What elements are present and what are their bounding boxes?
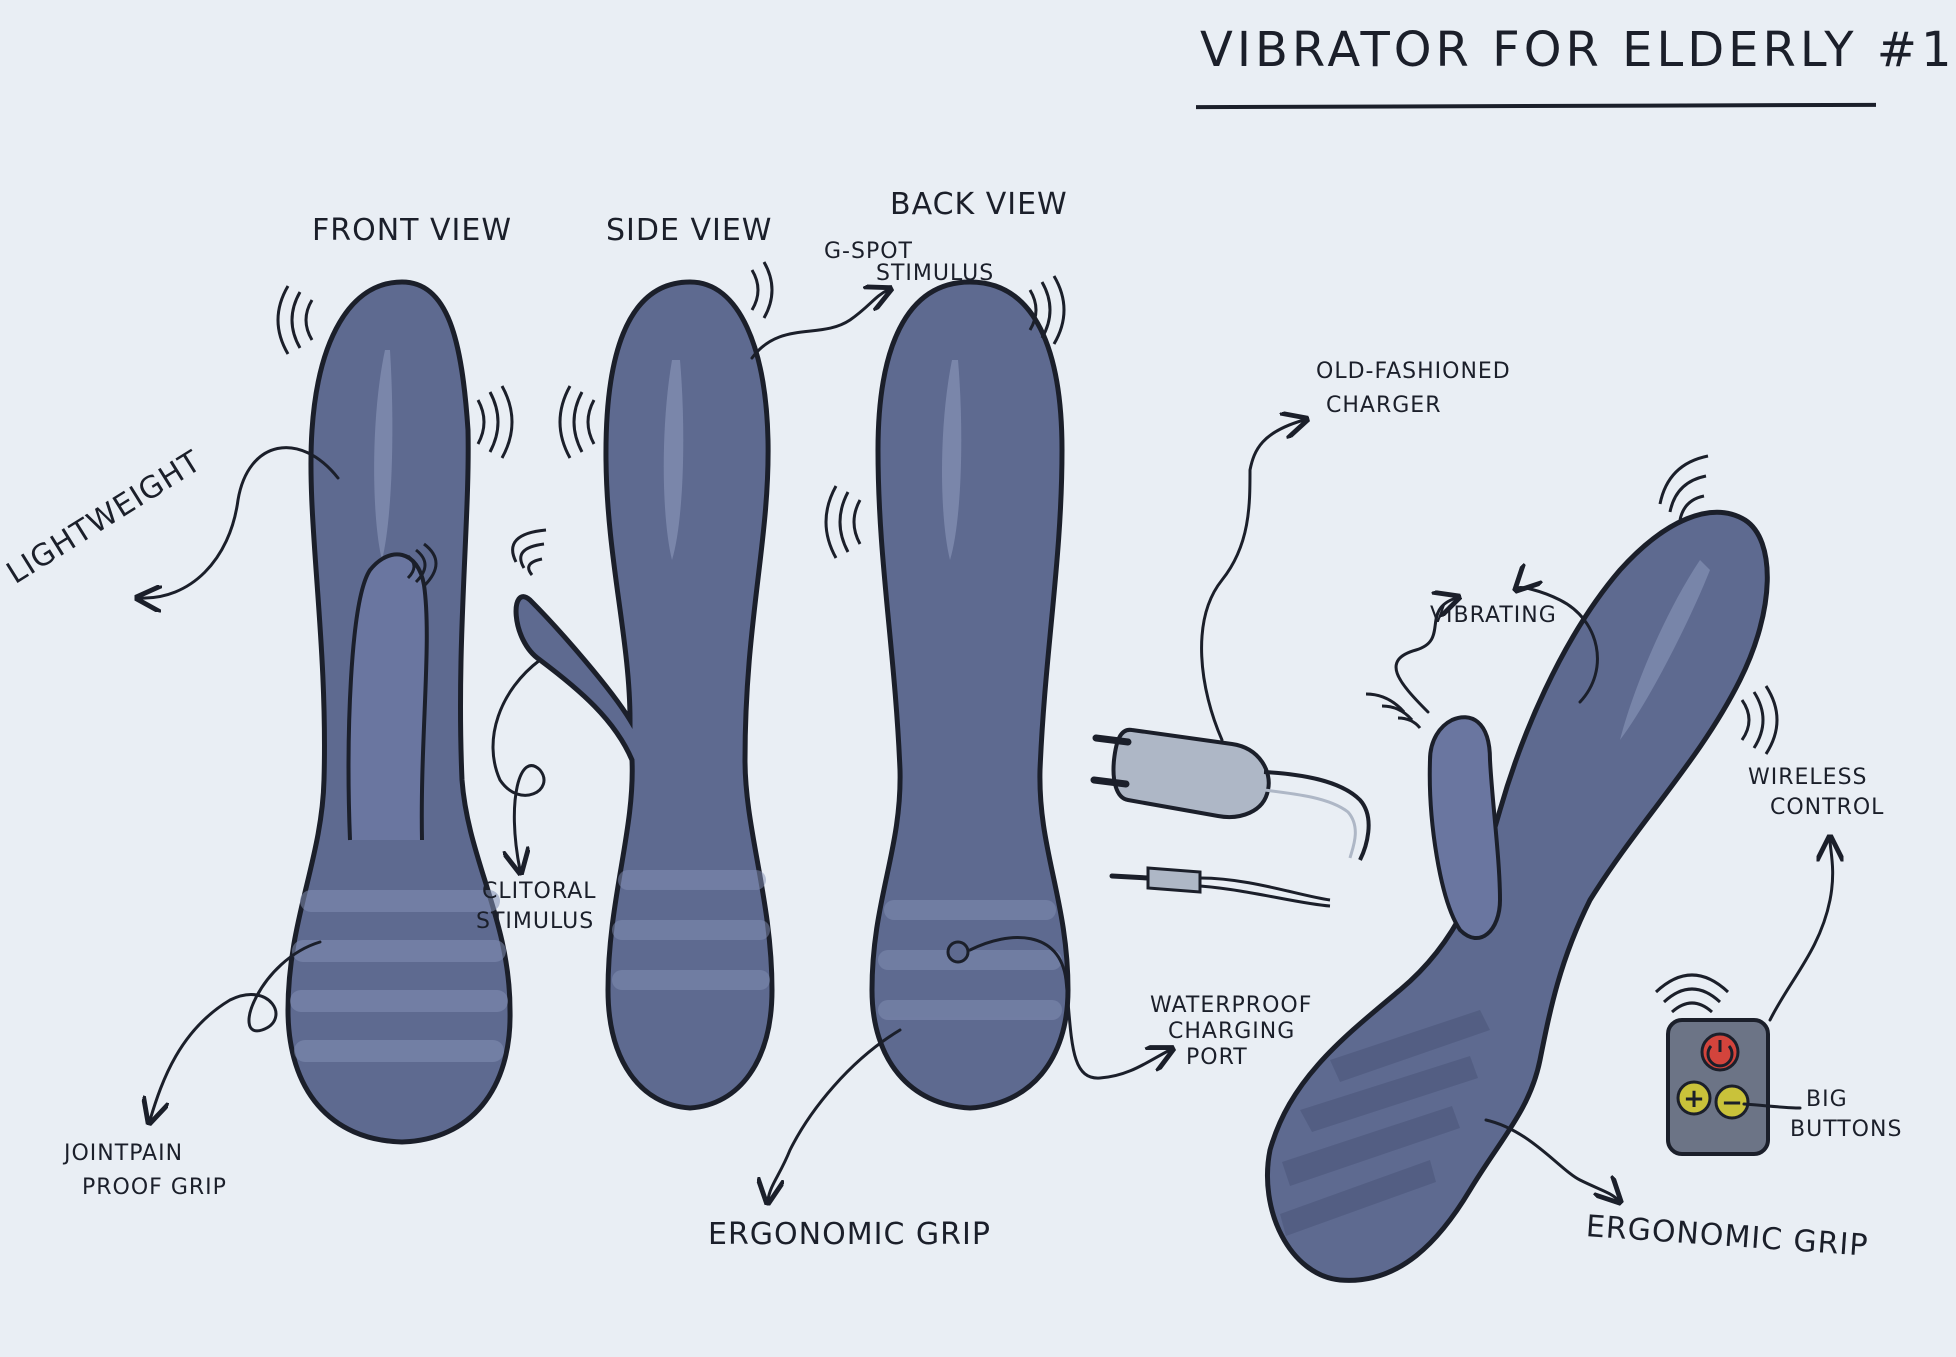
back-view-grip-ridges <box>878 900 1062 1020</box>
back-view-device <box>869 279 1071 1111</box>
back-view-charging-port <box>946 940 970 964</box>
clitoral-label-line2: STIMULUS <box>476 909 595 934</box>
front-view-vibration-marks <box>276 285 514 588</box>
charger-label-line1: OLD-FASHIONED <box>1316 359 1511 384</box>
back-view-vibration-marks <box>824 275 1066 559</box>
arrow-ergonomic-right <box>1484 1118 1618 1200</box>
big-buttons-label-line1: BIG <box>1806 1087 1848 1112</box>
wireless-label-line1: WIRELESS <box>1748 765 1868 790</box>
angled-view-grip-ridges <box>1280 1010 1490 1236</box>
charger-jack-cable <box>1109 866 1331 908</box>
wireless-label-line2: CONTROL <box>1770 795 1885 820</box>
front-view-label: FRONT VIEW <box>312 213 513 248</box>
vibrating-label: VIBRATING <box>1430 603 1557 628</box>
side-view-highlight <box>663 360 684 560</box>
arrow-clitoral <box>491 658 546 870</box>
gspot-label-line2: STIMULUS <box>876 261 995 286</box>
arrow-vibrating-right <box>1518 588 1599 704</box>
sketch-title: VIBRATOR FOR ELDERLY #1 <box>1200 22 1956 78</box>
angled-view-vibration-marks <box>1365 454 1779 755</box>
back-view-label: BACK VIEW <box>890 187 1068 222</box>
arrow-lightweight <box>140 446 340 598</box>
side-view-label: SIDE VIEW <box>606 213 773 248</box>
gspot-label-line1: G-SPOT <box>824 239 913 264</box>
front-view-highlight <box>374 350 393 560</box>
jointpain-label-line1: JOINTPAIN <box>64 1141 184 1166</box>
arrow-ergonomic-back <box>768 1028 902 1200</box>
front-view-grip-ridges <box>290 890 508 1062</box>
side-view-grip-ridges <box>612 870 770 990</box>
back-view-highlight <box>942 360 962 560</box>
old-fashioned-charger-plug <box>1090 727 1371 861</box>
angled-view-clitoral-arm <box>1427 715 1503 940</box>
waterproof-label-line2: CHARGING <box>1168 1019 1296 1044</box>
arrow-charger <box>1200 420 1304 742</box>
annotation-arrows <box>140 290 1833 1200</box>
jointpain-label-line2: PROOF GRIP <box>82 1175 227 1200</box>
remote-body <box>1666 1018 1770 1156</box>
arrow-gspot <box>750 290 888 360</box>
big-buttons-label-line2: BUTTONS <box>1790 1117 1903 1142</box>
waterproof-label-line1: WATERPROOF <box>1150 993 1313 1018</box>
minus-button-label: − <box>1721 1088 1743 1118</box>
arrow-big-buttons <box>1742 1102 1802 1110</box>
front-view-device <box>285 279 513 1145</box>
arrow-wireless <box>1768 840 1833 1022</box>
plus-button-label: + <box>1683 1084 1705 1114</box>
wireless-remote: + − <box>1654 973 1770 1156</box>
plus-button <box>1676 1080 1712 1116</box>
back-view-body <box>869 279 1071 1111</box>
side-view-device <box>513 279 775 1111</box>
arrow-waterproof <box>968 936 1170 1080</box>
side-view-vibration-marks <box>511 261 774 576</box>
waterproof-label-line3: PORT <box>1186 1045 1248 1070</box>
arrow-jointpain <box>150 940 322 1120</box>
arrow-vibrating-left <box>1394 598 1456 714</box>
front-view-clitoral-arm <box>346 552 429 841</box>
side-view-body <box>513 279 775 1111</box>
ergonomic-grip-back-label: ERGONOMIC GRIP <box>708 1217 991 1252</box>
clitoral-label-line1: CLITORAL <box>482 879 597 904</box>
minus-button <box>1714 1084 1750 1120</box>
angled-view-highlight <box>1620 560 1710 740</box>
angled-view-device <box>1264 509 1770 1283</box>
charger-label-line2: CHARGER <box>1326 393 1442 418</box>
